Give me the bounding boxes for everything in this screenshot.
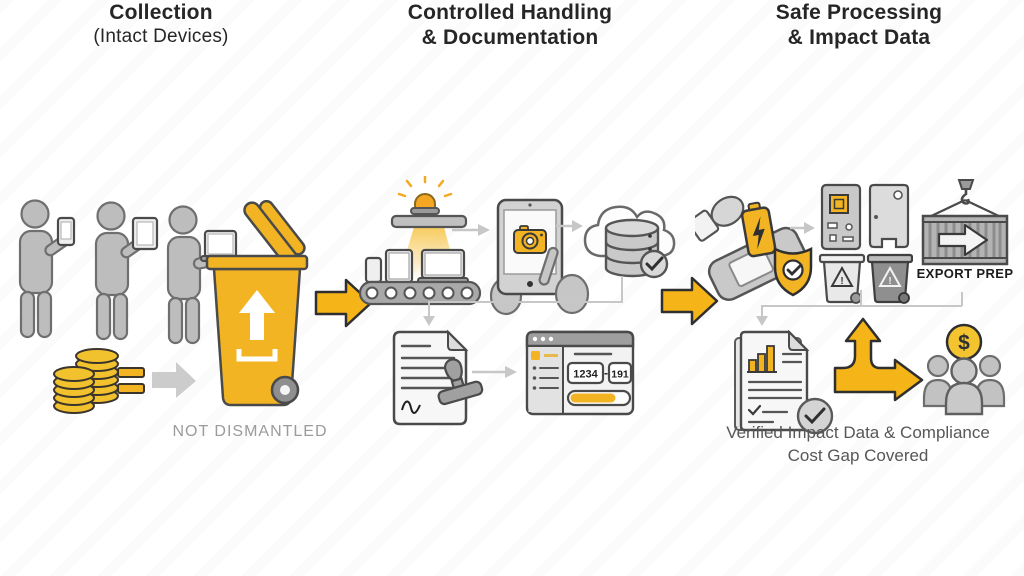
conveyor-scanner-icon xyxy=(358,176,482,306)
flow-arrow-1-icon xyxy=(314,278,373,328)
person-with-tablet-icon xyxy=(94,201,159,341)
tracker-left-value: 1234 xyxy=(573,369,598,381)
person-with-phone-icon xyxy=(18,199,76,339)
dollar-sign: $ xyxy=(958,332,970,355)
community-funding-icon: $ xyxy=(922,323,1006,416)
circuit-board-icon xyxy=(820,183,862,251)
caption-line1: Verified Impact Data & Compliance xyxy=(726,423,990,442)
cover-plate-icon xyxy=(868,183,910,249)
processing-caption: Verified Impact Data & Compliance Cost G… xyxy=(688,421,1024,467)
export-container-icon xyxy=(921,179,1009,266)
not-dismantled-note: NOT DISMANTLED xyxy=(172,423,328,440)
tracker-window-icon: 1234 - 191 xyxy=(525,330,635,416)
shield-check-icon xyxy=(773,246,813,297)
parts-sorting-icon: ! ! xyxy=(818,183,913,304)
impact-report-icon xyxy=(734,330,834,435)
value-arrow-icon xyxy=(152,362,196,398)
tracker-right-value: 191 xyxy=(611,369,629,381)
battery-removal-icon xyxy=(695,195,813,302)
battery-icon xyxy=(740,201,777,258)
caption-line2: Cost Gap Covered xyxy=(787,446,929,465)
branch-arrow-icon xyxy=(833,317,924,402)
collection-bin-icon xyxy=(205,200,309,407)
stage-title-line1: Safe Processing xyxy=(775,1,943,24)
stage-title-line1: Collection xyxy=(109,1,213,24)
cloud-database-icon xyxy=(583,205,676,279)
stage-collection-title: Collection (Intact Devices) xyxy=(0,0,322,49)
hand-icon xyxy=(695,195,745,242)
coins-icon xyxy=(53,348,119,414)
tablet-camera-icon xyxy=(489,198,590,316)
stage-processing-title: Safe Processing & Impact Data xyxy=(700,0,1018,50)
signed-document-icon xyxy=(392,329,484,426)
stage-handling-title: Controlled Handling & Documentation xyxy=(348,0,672,50)
tracker-separator: - xyxy=(604,366,608,380)
warning-mark: ! xyxy=(840,276,843,287)
dollar-coin-icon: $ xyxy=(945,323,983,361)
stage-title-line2: & Impact Data xyxy=(787,26,931,49)
stage-title-line1: Controlled Handling xyxy=(407,1,613,24)
stage-title-line2: & Documentation xyxy=(421,26,599,49)
person-with-laptop-icon xyxy=(166,205,240,345)
warning-mark: ! xyxy=(888,276,891,287)
export-prep-label: EXPORT PREP xyxy=(916,266,1014,281)
hazard-bin-light-icon: ! xyxy=(818,253,866,304)
stage-title-line2: (Intact Devices) xyxy=(93,26,229,47)
hazard-bin-dark-icon: ! xyxy=(866,253,913,304)
flow-arrow-2-icon xyxy=(660,276,719,326)
